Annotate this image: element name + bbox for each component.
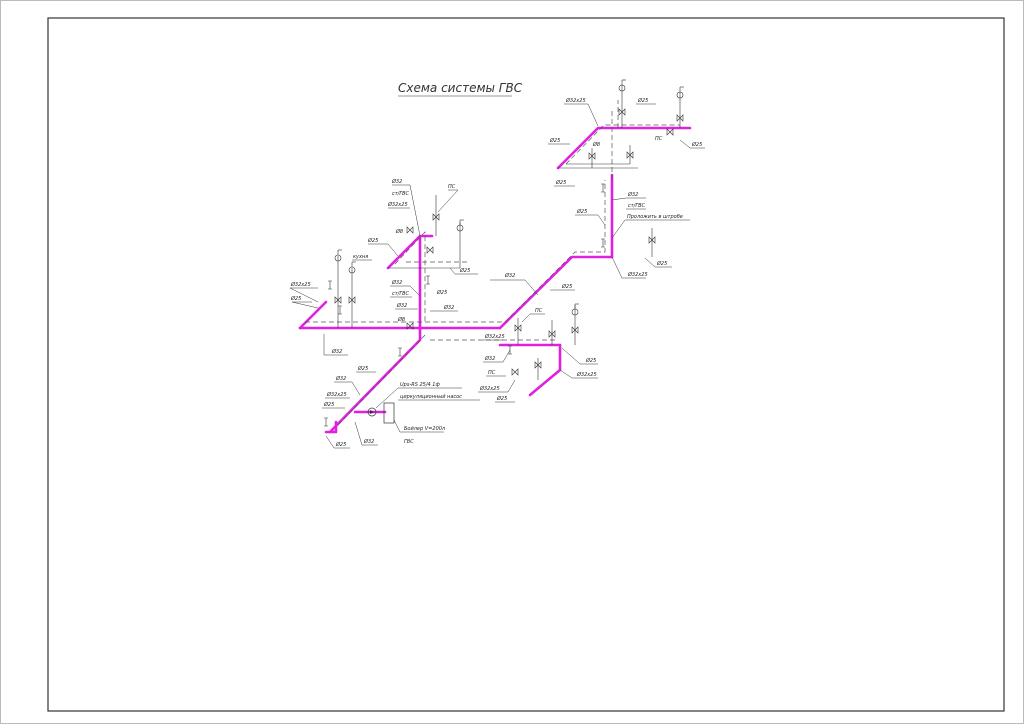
union-icon <box>600 238 606 248</box>
label-d32: Ø32 <box>363 438 374 445</box>
label-d25: Ø25 <box>637 97 648 104</box>
label-d32x25: Ø32x25 <box>326 391 347 398</box>
label-d25: Ø25 <box>459 267 470 274</box>
label-d25: Ø25 <box>561 283 572 290</box>
label-gvs: ГВС <box>404 439 414 445</box>
label-d32: Ø32 <box>484 355 495 362</box>
label-d8: Ø8 <box>592 141 600 148</box>
supply-upper-right <box>556 126 692 170</box>
union-icon <box>337 305 343 315</box>
union-icon <box>397 347 403 357</box>
supply-pipes <box>298 126 692 434</box>
label-d32x25: Ø32x25 <box>290 281 311 288</box>
label-d25: Ø25 <box>656 260 667 267</box>
union-icon <box>600 183 606 193</box>
label-ps: ПС <box>535 308 543 314</box>
label-d25: Ø25 <box>436 289 447 296</box>
label-d32x25: Ø32x25 <box>387 201 408 208</box>
valve-icon <box>406 226 414 234</box>
upper-right-parallelogram <box>558 163 638 169</box>
supply-riser-diagonal <box>498 255 614 330</box>
label-d25: Ø25 <box>357 365 368 372</box>
label-d25: Ø25 <box>290 295 301 302</box>
label-ps: ПС <box>655 136 663 142</box>
union-icon <box>323 417 329 427</box>
label-st-gvs: ст/ГВС <box>628 203 646 209</box>
label-ps: ПС <box>488 370 496 376</box>
label-d25: Ø25 <box>323 401 334 408</box>
valve-icon <box>511 368 519 376</box>
label-ps: ПС <box>448 184 456 190</box>
supply-boiler-bottom <box>324 420 338 434</box>
label-d32: Ø32 <box>391 279 402 286</box>
label-d32x25: Ø32x25 <box>627 271 648 278</box>
label-d25: Ø25 <box>555 179 566 186</box>
valve-icon <box>426 246 434 254</box>
label-d32: Ø32 <box>443 304 454 311</box>
supply-boiler-diagonal <box>328 326 422 434</box>
label-prolozhit: Проложить в штробе <box>627 214 683 220</box>
return-boiler <box>337 334 426 426</box>
label-st-gvs: ст/ГВС <box>392 191 410 197</box>
label-d25: Ø25 <box>335 441 346 448</box>
supply-left-branch <box>298 300 328 330</box>
label-d32: Ø32 <box>396 302 407 309</box>
tap-icon <box>334 249 343 262</box>
annotations: Ø32x25 Ø25 Ø32 кухня Ø32 ст/ГВС Ø32x25 Ø… <box>289 97 705 449</box>
label-d32: Ø32 <box>335 375 346 382</box>
drawing-frame <box>47 17 1005 712</box>
union-icon <box>327 280 333 290</box>
label-d32x25: Ø32x25 <box>565 97 586 104</box>
label-pump-model: Ups-RS 25/4 1ф <box>400 382 440 388</box>
label-kukhnya: кухня <box>353 254 368 260</box>
tap-icon <box>618 79 627 92</box>
diagram-title: Схема системы ГВС <box>398 81 523 95</box>
label-d32x25: Ø32x25 <box>576 371 597 378</box>
label-boiler: Бойлер V=200л <box>404 426 446 432</box>
label-d32: Ø32 <box>627 191 638 198</box>
label-d25: Ø25 <box>549 137 560 144</box>
valve-icon <box>666 128 674 136</box>
return-main <box>305 180 606 323</box>
label-d25: Ø25 <box>496 395 507 402</box>
label-d8: Ø8 <box>395 228 403 235</box>
return-pipes <box>305 100 680 426</box>
label-d32x25: Ø32x25 <box>479 385 500 392</box>
tap-icon <box>676 86 685 99</box>
label-d25: Ø25 <box>367 237 378 244</box>
label-d32: Ø32 <box>331 348 342 355</box>
label-d32: Ø32 <box>391 178 402 185</box>
label-d32: Ø32 <box>504 272 515 279</box>
label-d25: Ø25 <box>585 357 596 364</box>
label-d25: Ø25 <box>691 141 702 148</box>
pump-icon <box>367 407 377 417</box>
label-st-gvs: ст/ГВС <box>392 291 410 297</box>
tap-icon <box>571 303 580 316</box>
return-upper-right <box>565 124 680 165</box>
union-icon <box>425 275 431 285</box>
fixtures <box>323 79 685 427</box>
label-d32x25: Ø32x25 <box>484 333 505 340</box>
boiler-icon <box>383 402 395 424</box>
label-pump-name: циркуляционный насос <box>400 394 462 400</box>
label-d25: Ø25 <box>576 208 587 215</box>
return-mid <box>394 231 426 322</box>
tap-icon <box>456 219 465 232</box>
supply-lower-diagonal <box>528 343 562 397</box>
tap-icon <box>348 261 357 274</box>
label-d8: Ø8 <box>397 316 405 323</box>
